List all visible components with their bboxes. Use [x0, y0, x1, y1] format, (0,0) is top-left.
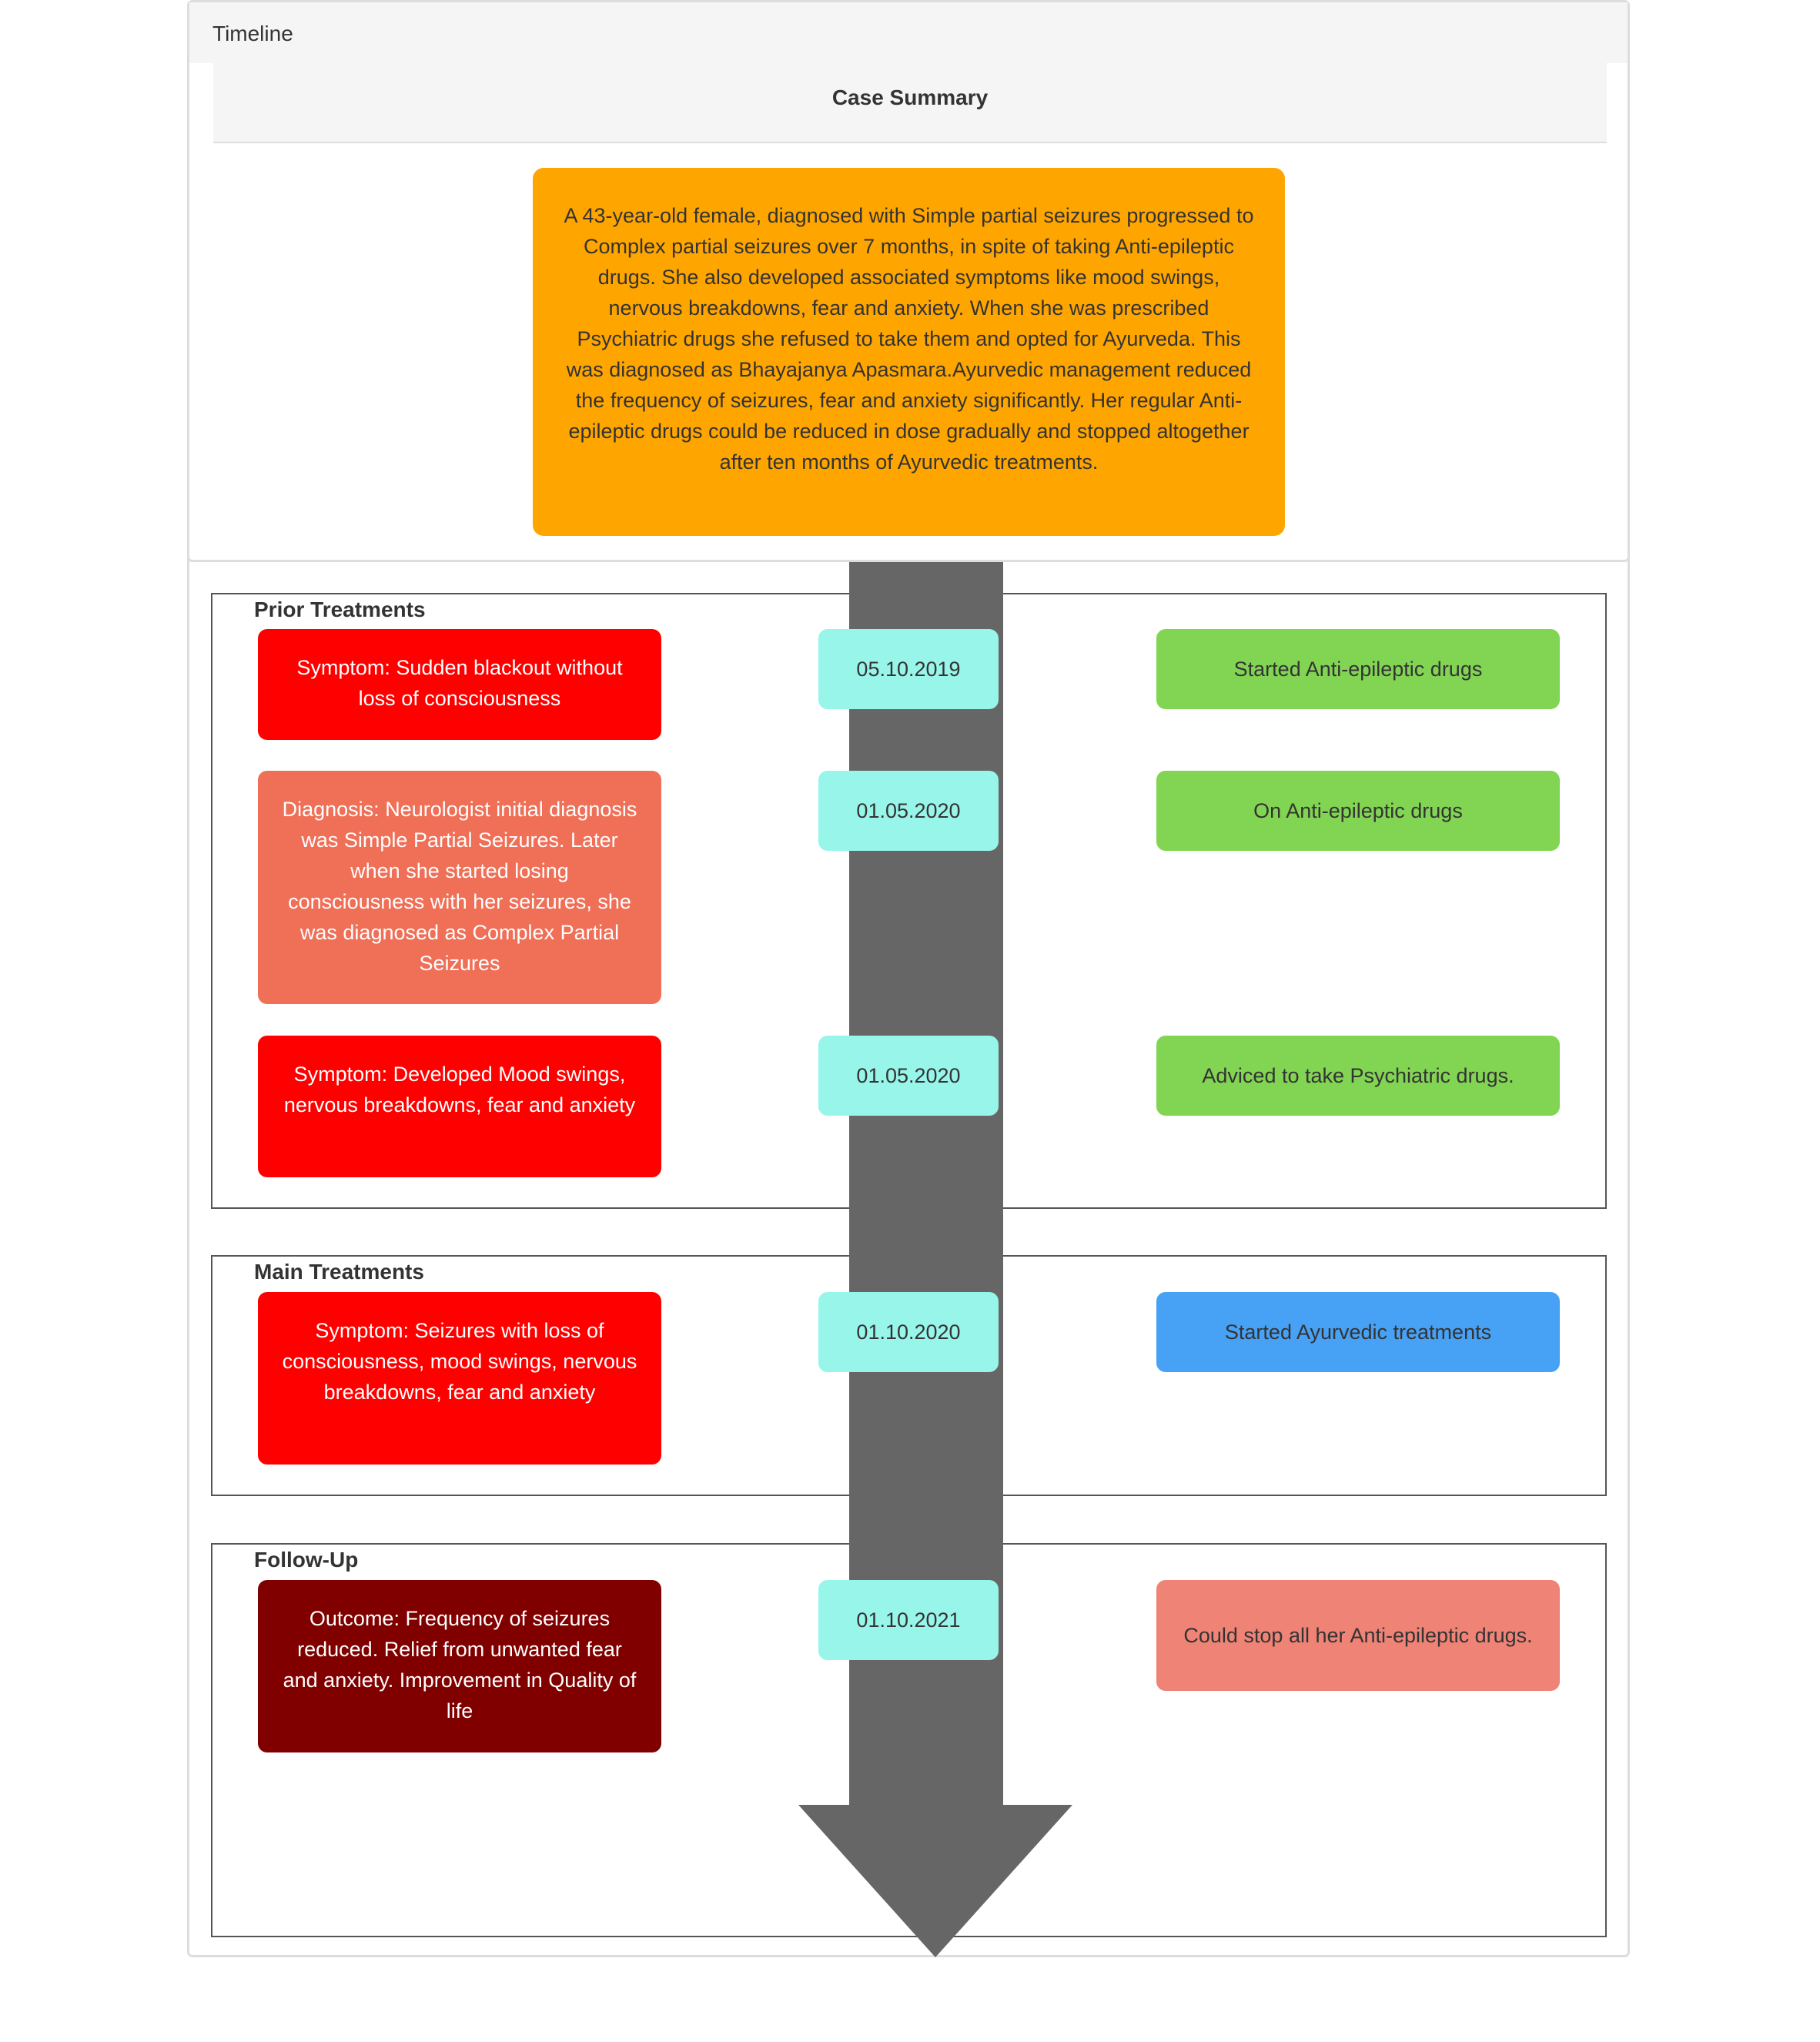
- event-1-date: 05.10.2019: [818, 629, 999, 709]
- event-3-symptom: Symptom: Developed Mood swings, nervous …: [258, 1036, 661, 1177]
- panel-title: Timeline: [189, 2, 1628, 65]
- event-4-symptom: Symptom: Seizures with loss of conscious…: [258, 1292, 661, 1465]
- event-4-date: 01.10.2020: [818, 1292, 999, 1372]
- event-1-symptom: Symptom: Sudden blackout without loss of…: [258, 629, 661, 740]
- event-5-result: Could stop all her Anti-epileptic drugs.: [1156, 1580, 1560, 1691]
- section-title-main: Main Treatments: [254, 1260, 424, 1284]
- event-1-treatment: Started Anti-epileptic drugs: [1156, 629, 1560, 709]
- case-summary-text: A 43-year-old female, diagnosed with Sim…: [533, 168, 1285, 536]
- section-title-prior: Prior Treatments: [254, 598, 426, 621]
- case-summary-heading: Case Summary: [213, 63, 1607, 143]
- event-4-treatment: Started Ayurvedic treatments: [1156, 1292, 1560, 1372]
- event-2-treatment: On Anti-epileptic drugs: [1156, 771, 1560, 851]
- event-2-diagnosis: Diagnosis: Neurologist initial diagnosis…: [258, 771, 661, 1004]
- event-5-date: 01.10.2021: [818, 1580, 999, 1660]
- case-summary-panel: Case Summary: [187, 63, 1630, 562]
- event-2-date: 01.05.2020: [818, 771, 999, 851]
- event-3-treatment: Adviced to take Psychiatric drugs.: [1156, 1036, 1560, 1116]
- event-5-outcome: Outcome: Frequency of seizures reduced. …: [258, 1580, 661, 1752]
- section-title-followup: Follow-Up: [254, 1548, 359, 1572]
- event-3-date: 01.05.2020: [818, 1036, 999, 1116]
